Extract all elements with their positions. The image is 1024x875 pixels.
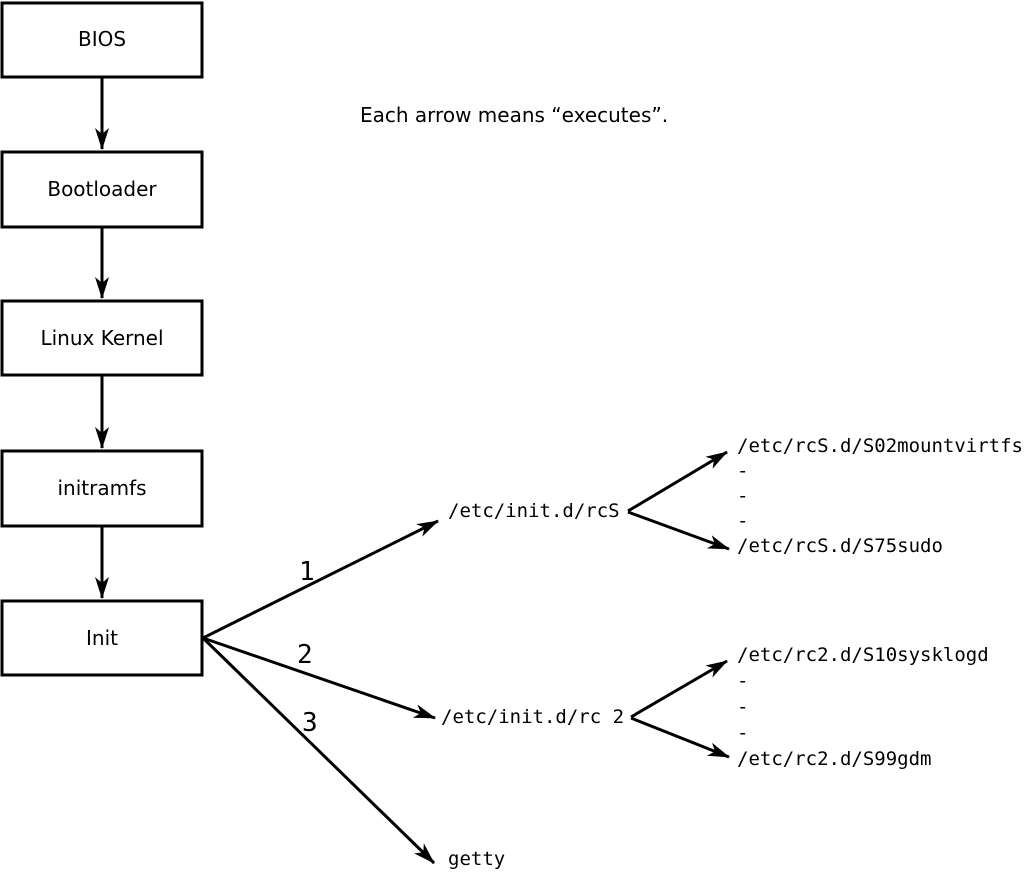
box-init <box>0 599 204 677</box>
arrow-rcS-to-last-icon <box>627 510 730 551</box>
rc2-child-2: - <box>737 696 748 718</box>
branch-2-target: /etc/init.d/rc 2 <box>441 706 624 728</box>
arrow-rc2-to-first-icon <box>630 659 728 719</box>
rc2-child-3: - <box>737 722 748 744</box>
rc2-child-1: - <box>737 670 748 692</box>
box-init-label: Init <box>86 626 118 650</box>
box-linux-kernel-label: Linux Kernel <box>40 326 163 350</box>
rc2-child-0: /etc/rc2.d/S10sysklogd <box>737 644 989 666</box>
rcS-children: /etc/rcS.d/S02mountvirtfs - - - /etc/rcS… <box>627 435 1023 557</box>
init-fanout: 1 2 3 /etc/init.d/rcS /etc/init.d/rc 2 g… <box>201 500 624 870</box>
box-initramfs-label: initramfs <box>57 476 146 500</box>
branch-3-target: getty <box>448 848 505 870</box>
arrow-rc2-to-last-icon <box>630 716 730 759</box>
branch-1-number: 1 <box>299 557 315 587</box>
rcS-child-3: - <box>737 510 748 532</box>
rcS-child-4: /etc/rcS.d/S75sudo <box>737 535 943 557</box>
arrow-init-to-getty-icon <box>201 636 436 865</box>
box-bios <box>0 1 204 79</box>
rcS-child-2: - <box>737 485 748 507</box>
arrow-init-to-rcS-icon <box>202 519 439 640</box>
box-bootloader-label: Bootloader <box>47 177 157 201</box>
box-initramfs <box>0 449 204 528</box>
box-bootloader <box>0 150 204 229</box>
rc2-children: /etc/rc2.d/S10sysklogd - - - /etc/rc2.d/… <box>630 644 989 770</box>
rc2-child-4: /etc/rc2.d/S99gdm <box>737 748 931 770</box>
branch-1-target: /etc/init.d/rcS <box>448 500 620 522</box>
branch-3-number: 3 <box>302 708 318 738</box>
arrow-meaning-note: Each arrow means “executes”. <box>360 103 668 127</box>
branch-2-number: 2 <box>297 640 313 670</box>
box-bios-label: BIOS <box>78 27 126 51</box>
rcS-child-0: /etc/rcS.d/S02mountvirtfs <box>737 435 1023 457</box>
rcS-child-1: - <box>737 460 748 482</box>
arrow-rcS-to-first-icon <box>627 450 728 513</box>
arrow-init-to-rc2-icon <box>202 636 436 720</box>
boot-chain: BIOS Bootloader Linux Kernel initramfs I… <box>0 1 204 677</box>
box-linux-kernel <box>0 299 204 377</box>
